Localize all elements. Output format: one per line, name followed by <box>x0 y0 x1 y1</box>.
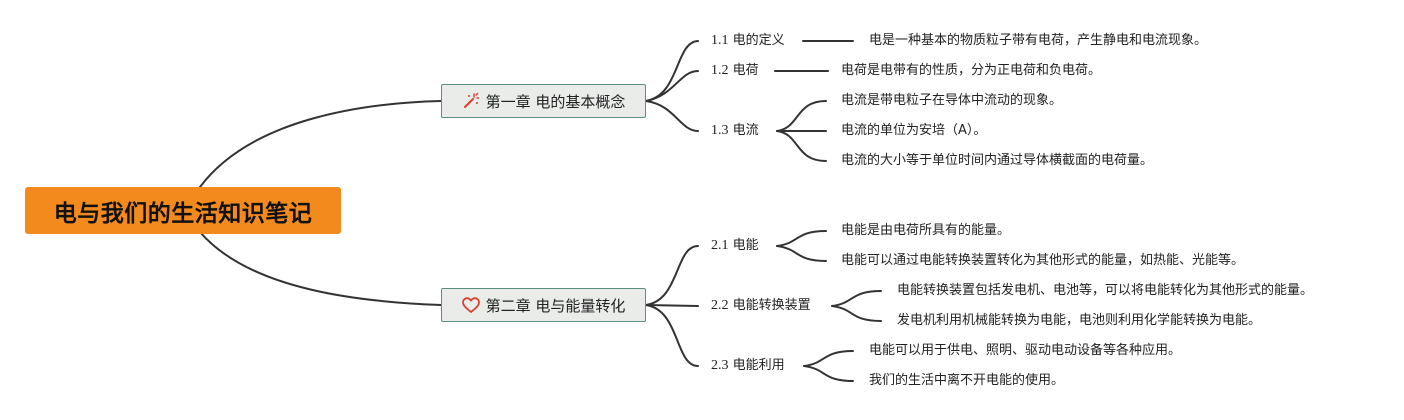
heart-icon <box>461 296 480 314</box>
section-number: 1.3 <box>711 123 729 138</box>
magic-wand-icon <box>462 92 480 110</box>
note-1-1-1[interactable]: 电是一种基本的物质粒子带有电荷，产生静电和电流现象。 <box>869 33 1208 48</box>
section-number: 2.1 <box>711 238 729 253</box>
connector-ch1-s13 <box>645 100 699 132</box>
root-title: 电与我们的生活知识笔记 <box>53 200 313 227</box>
connector-s21-note1 <box>776 230 827 247</box>
chapter-1-title: 第一章 电的基本概念 <box>485 92 626 111</box>
connector-ch1-s12 <box>645 70 699 102</box>
connector-ch2-s21 <box>645 245 699 306</box>
note-2-1-2[interactable]: 电能可以通过电能转换装置转化为其他形式的能量，如热能、光能等。 <box>841 253 1245 268</box>
connector-ch1-s11 <box>645 40 699 102</box>
connector-s13-note1 <box>776 100 827 132</box>
connector-root-ch1 <box>199 100 442 188</box>
section-label: 电流 <box>732 123 759 138</box>
note-2-2-1[interactable]: 电能转换装置包括发电机、电池等，可以将电能转化为其他形式的能量。 <box>897 283 1314 298</box>
connector-root-ch2 <box>199 231 442 306</box>
section-1-3[interactable]: 1.3 电流 <box>711 123 759 139</box>
connector-s22-note2 <box>831 305 882 322</box>
section-label: 电能利用 <box>732 358 785 373</box>
section-2-3[interactable]: 2.3 电能利用 <box>711 358 785 374</box>
section-label: 电荷 <box>732 63 759 78</box>
connector-s21-note2 <box>776 245 827 262</box>
connector-s13-note3 <box>776 130 827 162</box>
section-number: 1.2 <box>711 63 729 78</box>
section-number: 2.2 <box>711 298 729 313</box>
section-label: 电能转换装置 <box>732 298 811 313</box>
section-number: 2.3 <box>711 358 729 373</box>
section-label: 电能 <box>732 238 759 253</box>
section-2-2[interactable]: 2.2 电能转换装置 <box>711 298 811 314</box>
section-1-2[interactable]: 1.2 电荷 <box>711 63 759 79</box>
note-1-3-2[interactable]: 电流的单位为安培（A）。 <box>841 123 987 138</box>
connector-ch2-s23 <box>645 304 699 367</box>
root-topic[interactable]: 电与我们的生活知识笔记 <box>25 187 341 234</box>
note-1-3-1[interactable]: 电流是带电粒子在导体中流动的现象。 <box>841 93 1063 108</box>
connector-s23-note1 <box>803 350 854 367</box>
note-2-3-1[interactable]: 电能可以用于供电、照明、驱动电动设备等各种应用。 <box>869 343 1182 358</box>
chapter-2-node[interactable]: 第二章 电与能量转化 <box>441 288 646 322</box>
connector-s23-note2 <box>803 365 854 382</box>
note-1-2-1[interactable]: 电荷是电带有的性质，分为正电荷和负电荷。 <box>841 63 1102 78</box>
section-2-1[interactable]: 2.1 电能 <box>711 238 759 254</box>
chapter-2-title: 第二章 电与能量转化 <box>485 296 626 315</box>
note-1-3-3[interactable]: 电流的大小等于单位时间内通过导体横截面的电荷量。 <box>841 153 1154 168</box>
note-2-3-2[interactable]: 我们的生活中离不开电能的使用。 <box>869 373 1065 388</box>
section-label: 电的定义 <box>732 33 785 48</box>
connector-s22-note1 <box>831 290 882 307</box>
connector-ch2-s22 <box>645 304 699 307</box>
chapter-1-node[interactable]: 第一章 电的基本概念 <box>441 84 646 118</box>
note-2-2-2[interactable]: 发电机利用机械能转换为电能，电池则利用化学能转换为电能。 <box>897 313 1262 328</box>
section-number: 1.1 <box>711 33 729 48</box>
note-2-1-1[interactable]: 电能是由电荷所具有的能量。 <box>841 223 1011 238</box>
section-1-1[interactable]: 1.1 电的定义 <box>711 33 785 49</box>
